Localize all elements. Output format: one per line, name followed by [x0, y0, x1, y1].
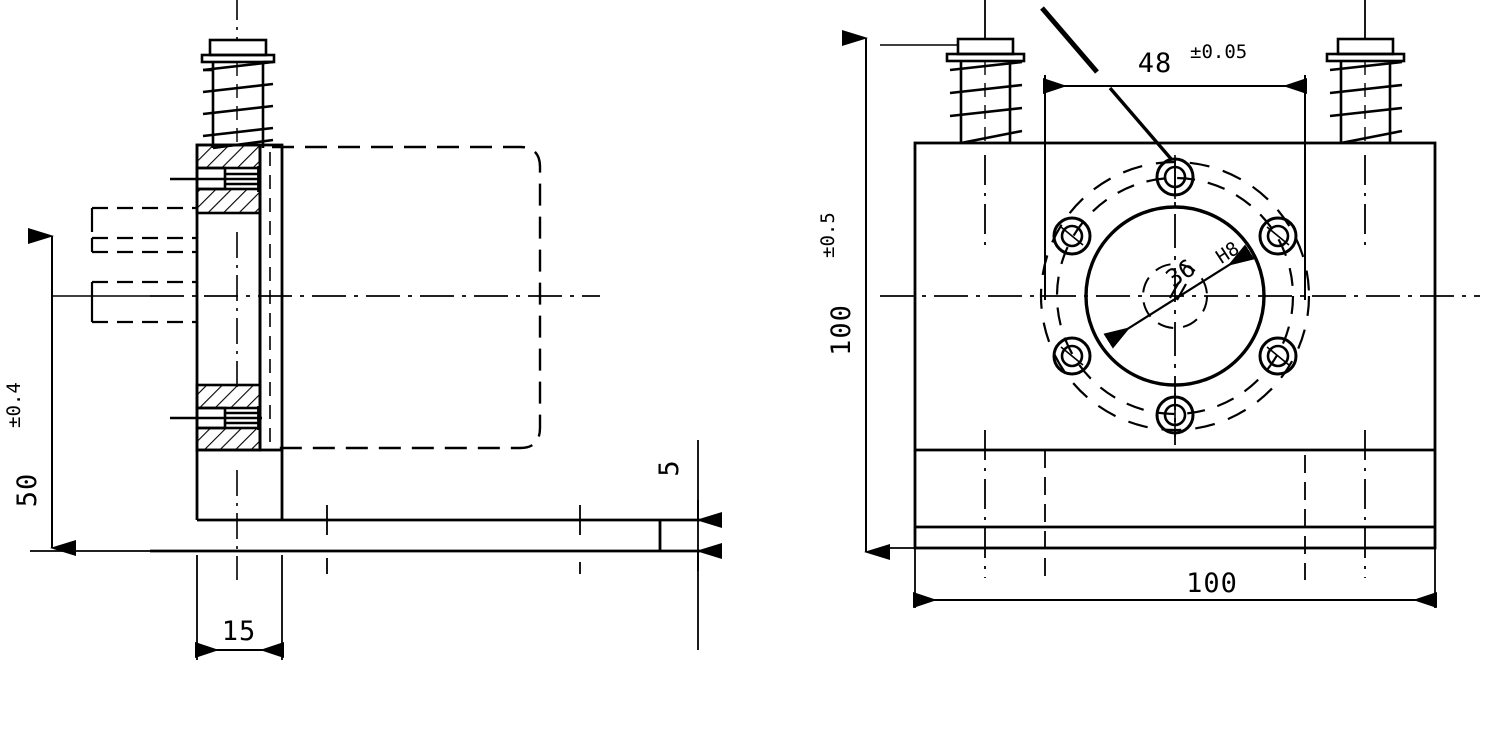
base-plate	[150, 505, 700, 582]
front-screw-left	[880, 0, 1026, 145]
bolt-hole	[1052, 336, 1092, 376]
lower-hatch-bottom	[195, 426, 262, 452]
bolt-hole	[1258, 336, 1298, 376]
screw-washer	[200, 53, 276, 64]
dimension-base-thickness-5: 5	[654, 440, 722, 650]
dim-50-value: 50	[12, 473, 43, 508]
dimension-bolt-circle-48: 48 ±0.05	[1043, 41, 1307, 94]
front-body-rect	[913, 141, 1437, 550]
front-body-outline	[880, 141, 1437, 550]
dim-48-value: 48	[1138, 48, 1173, 79]
upper-section-hatch	[170, 143, 262, 215]
upper-hatch-bottom	[195, 187, 262, 215]
dim-100v-tolerance: ±0.5	[817, 212, 839, 258]
front-screw-left-threads	[949, 60, 1023, 145]
central-bore-circle	[1084, 205, 1266, 387]
lower-hatch-top	[195, 383, 262, 410]
hidden-body-outline	[272, 145, 542, 450]
bolt-hole-leader	[1040, 6, 1174, 162]
diameter-symbol	[1169, 281, 1187, 301]
hidden-feature-lines	[92, 206, 197, 324]
bolt-hole	[1155, 155, 1195, 199]
bolt-hole	[1052, 216, 1092, 256]
bolt-hole	[1155, 393, 1195, 437]
front-screw-right	[1325, 0, 1406, 145]
dimension-body-height-100: 100 ±0.5	[817, 30, 890, 560]
side-section-view: 50 ±0.4 15 5	[3, 0, 722, 660]
plate-lower-walls	[195, 450, 284, 520]
lower-section-hatch	[170, 383, 262, 452]
dim-100v-value: 100	[826, 304, 857, 356]
bolt-circle-inner-dashed	[1055, 176, 1295, 416]
front-screw-right-threads	[1329, 60, 1403, 145]
front-view: 36 H8 48 ±0.05 100 ±0.5 100	[817, 0, 1480, 608]
dimension-body-width-100: 100	[913, 548, 1437, 608]
upper-hatch-top	[195, 143, 262, 170]
side-view-screw	[200, 38, 276, 150]
dim-15-value: 15	[222, 616, 257, 647]
dim-50-tolerance: ±0.4	[3, 382, 25, 428]
upper-thread-roots	[225, 172, 260, 186]
bolt-hole	[1258, 216, 1298, 256]
plate-thin-rect	[258, 143, 284, 452]
dimension-thickness-15: 15	[195, 555, 284, 660]
dim-100h-value: 100	[1186, 568, 1238, 599]
dim-48-tolerance: ±0.05	[1190, 41, 1247, 63]
lower-thread-roots	[225, 411, 260, 425]
front-internal-centerlines	[984, 155, 1366, 580]
dimension-height-50: 50 ±0.4	[3, 228, 197, 556]
dim-5-value: 5	[654, 459, 685, 476]
bolt-hole-pattern	[1052, 155, 1298, 437]
